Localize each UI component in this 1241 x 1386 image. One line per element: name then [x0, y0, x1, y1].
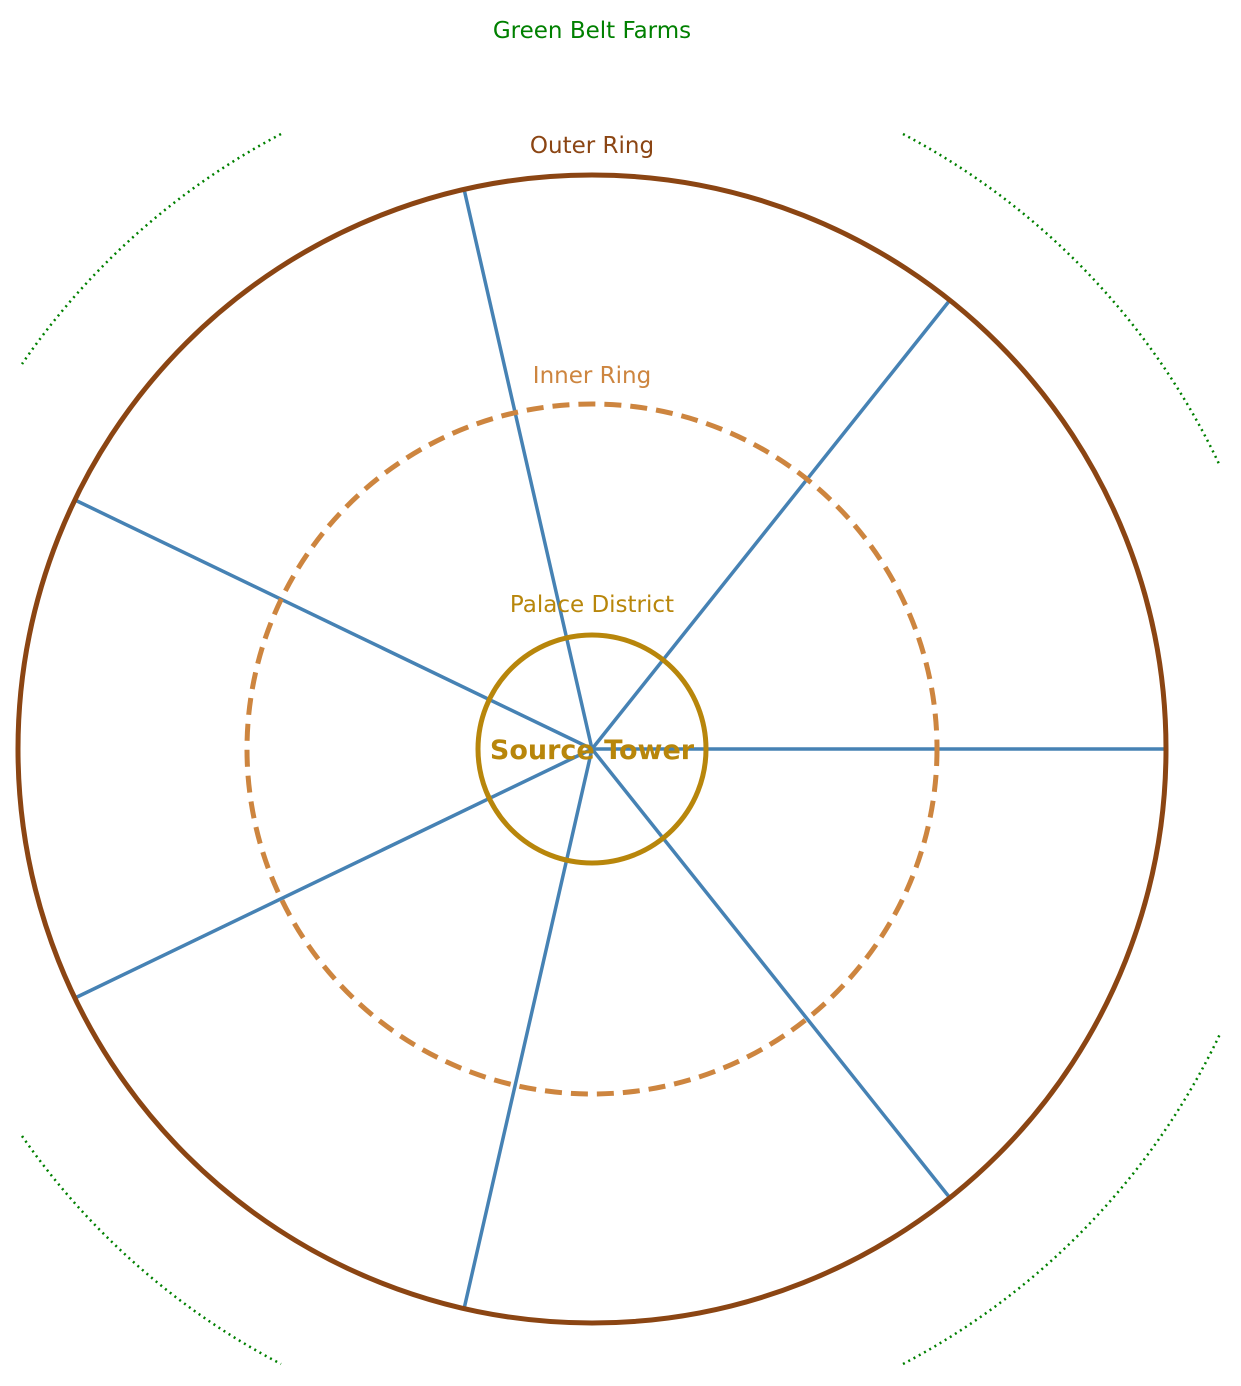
- palace-district-label: Palace District: [510, 592, 674, 618]
- inner-ring-label: Inner Ring: [533, 363, 651, 389]
- source-tower-label: Source Tower: [490, 735, 695, 766]
- spoke: [590, 298, 952, 751]
- green-belt-arc-top-left: [20, 132, 282, 365]
- spoke: [462, 748, 594, 1310]
- spoke: [74, 498, 593, 751]
- spoke: [74, 747, 593, 1000]
- spoke: [462, 188, 594, 750]
- green-belt-arcs: [20, 132, 1222, 1366]
- green-belt-label: Green Belt Farms: [493, 18, 691, 44]
- palace-district-circle: [475, 632, 709, 866]
- inner-ring-circle: [244, 401, 940, 1097]
- green-belt-arc-bottom-left: [20, 1135, 282, 1366]
- spoke: [590, 747, 952, 1200]
- spokes: [74, 188, 1166, 1310]
- outer-ring-circle: [15, 172, 1169, 1326]
- outer-ring-label: Outer Ring: [530, 133, 654, 159]
- green-belt-arc-bottom-right: [902, 1033, 1222, 1366]
